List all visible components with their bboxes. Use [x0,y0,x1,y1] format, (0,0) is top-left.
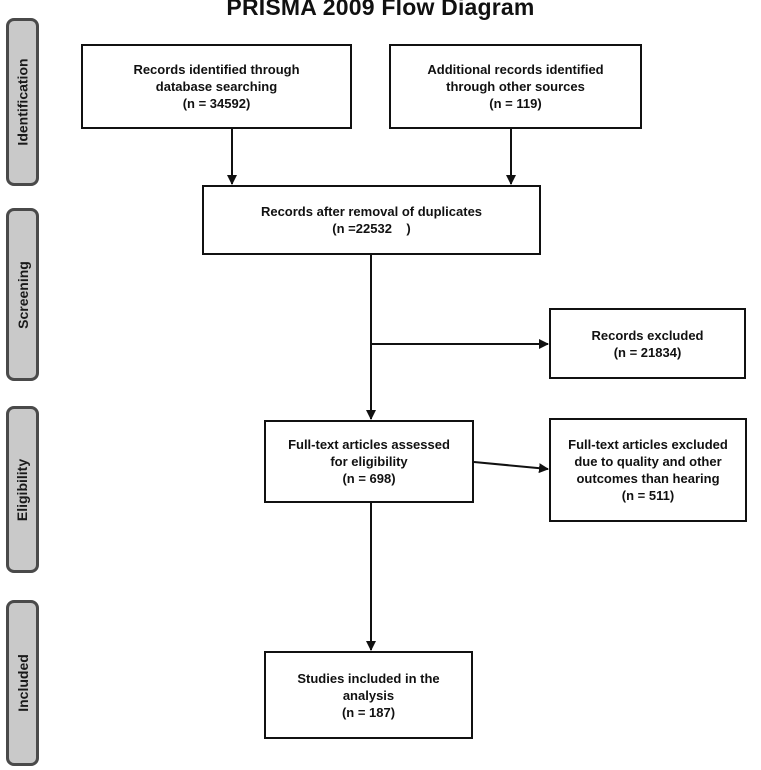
box-line: (n = 698) [342,471,396,486]
box-line: (n = 511) [621,488,675,503]
box-database-search: Records identified through database sear… [81,44,352,129]
stage-identification-label: Identification [14,58,31,146]
stage-screening: Screening [6,208,39,381]
box-line: Full-text articles assessed [288,437,450,452]
box-line: (n = 187) [341,704,396,720]
box-fulltext-excluded: Full-text articles excluded due to quali… [549,418,747,522]
box-line: Records identified through [133,62,300,77]
stage-screening-label: Screening [14,260,31,329]
box-line: Studies included in the [297,670,440,686]
stage-included-label: Included [14,654,31,712]
box-line: database searching [155,79,278,94]
box-line: Records excluded [591,327,704,343]
box-line: (n =22532 ) [332,221,411,236]
box-line: Full-text articles excluded [568,437,728,452]
box-other-sources: Additional records identified through ot… [389,44,642,129]
box-fulltext-assessed: Full-text articles assessed for eligibil… [264,420,474,503]
box-line: analysis [342,687,395,703]
box-line: due to quality and other [574,454,722,469]
box-studies-included: Studies included in the analysis (n = 18… [264,651,473,739]
box-line: (n = 119) [489,96,542,111]
box-line: outcomes than hearing [576,471,720,486]
stage-identification: Identification [6,18,39,186]
arrow-assessed-to-fulltext-excluded [473,461,549,474]
box-line: through other sources [446,79,585,94]
box-line: (n = 21834) [613,344,682,360]
box-after-duplicates: Records after removal of duplicates (n =… [202,185,541,255]
stage-included: Included [6,600,39,766]
stage-eligibility-label: Eligibility [14,458,31,521]
diagram-title: PRISMA 2009 Flow Diagram [226,0,535,20]
box-line: Records after removal of duplicates [260,204,483,219]
box-line: Additional records identified [427,62,604,77]
box-line: for eligibility [330,454,408,469]
box-records-excluded: Records excluded (n = 21834) [549,308,746,379]
stage-eligibility: Eligibility [6,406,39,573]
box-line: (n = 34592) [182,96,251,111]
